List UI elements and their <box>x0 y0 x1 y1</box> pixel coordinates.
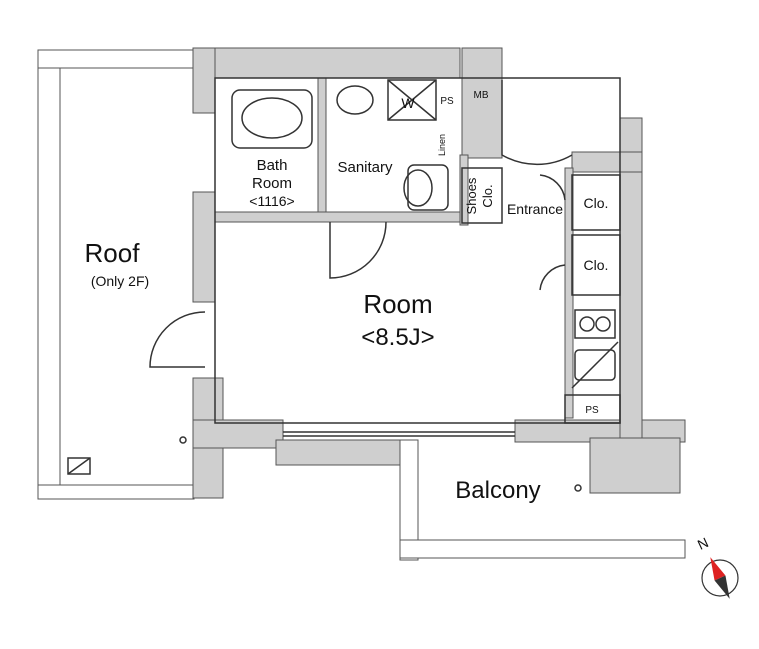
bath-label-3: <1116> <box>249 193 294 209</box>
wall-top <box>214 47 461 79</box>
door-room <box>329 221 387 279</box>
room-size: <8.5J> <box>361 324 434 351</box>
entrance-label: Entrance <box>507 201 563 217</box>
wall-bath-sanitary <box>317 77 327 219</box>
roof-rail-top <box>37 49 195 69</box>
wall-bottom-left <box>192 419 284 449</box>
ps-top-label: PS <box>440 96 454 107</box>
compass-label: N <box>695 534 711 553</box>
kitchen-diagonal <box>571 341 619 389</box>
room-label: Room <box>363 289 432 319</box>
balcony-point <box>574 484 582 492</box>
toilet-tank <box>407 164 449 211</box>
kitchen-sink <box>574 349 616 381</box>
bath-label-2: Room <box>252 175 292 192</box>
sink <box>336 85 374 115</box>
roof-drain <box>67 457 91 475</box>
door-clo-1 <box>539 174 566 201</box>
burner-1 <box>579 316 595 332</box>
wall-sanitary-bottom <box>214 211 461 223</box>
washer-box <box>387 79 437 121</box>
linen-label: Linen <box>437 134 447 156</box>
shoes-label-1: Shoes <box>464 177 479 214</box>
walls <box>37 47 686 561</box>
ps-bottom-label: PS <box>585 405 599 416</box>
balcony-rail-bottom <box>399 539 686 559</box>
wall-entrance-left <box>459 154 469 226</box>
bathtub-basin <box>241 97 303 139</box>
roof-point <box>179 436 187 444</box>
door-clo-2 <box>539 264 566 291</box>
balcony-rail-left <box>399 439 419 561</box>
bath-label-1: Bath <box>257 157 288 174</box>
roof-note: (Only 2F) <box>91 273 149 289</box>
washer-label: W <box>401 95 415 111</box>
column-balcony <box>589 437 681 494</box>
clo-box-1 <box>571 174 621 231</box>
wall-left-upper <box>192 47 216 114</box>
roof-label: Roof <box>85 238 141 268</box>
wall-bottom-mid <box>275 439 412 466</box>
roof-drain-diag <box>67 457 91 475</box>
wall-mb <box>461 47 503 159</box>
clo-1-label: Clo. <box>584 195 609 211</box>
toilet-bowl <box>403 169 433 207</box>
washer-x2 <box>387 79 437 121</box>
roof-rail-bottom <box>37 484 195 500</box>
compass-icon: N <box>695 534 739 599</box>
shoes-label-2: Clo. <box>480 184 495 207</box>
bathtub <box>231 89 313 149</box>
balcony-label: Balcony <box>455 477 540 504</box>
wall-left-mid <box>192 191 216 303</box>
wall-right-top <box>571 151 643 173</box>
stove <box>574 309 616 339</box>
interior-lines <box>67 77 621 492</box>
door-entrance <box>501 80 573 166</box>
sanitary-label: Sanitary <box>337 159 393 176</box>
clo-box-2 <box>571 234 621 296</box>
shoes-clo-box <box>461 167 503 224</box>
unit-outline <box>214 77 621 424</box>
mb-label: MB <box>474 90 489 101</box>
roof-rail-left <box>37 49 61 496</box>
ps-box <box>564 394 621 424</box>
wall-clo <box>564 167 574 419</box>
burner-2 <box>595 316 611 332</box>
clo-2-label: Clo. <box>584 257 609 273</box>
door-roof <box>149 311 206 368</box>
